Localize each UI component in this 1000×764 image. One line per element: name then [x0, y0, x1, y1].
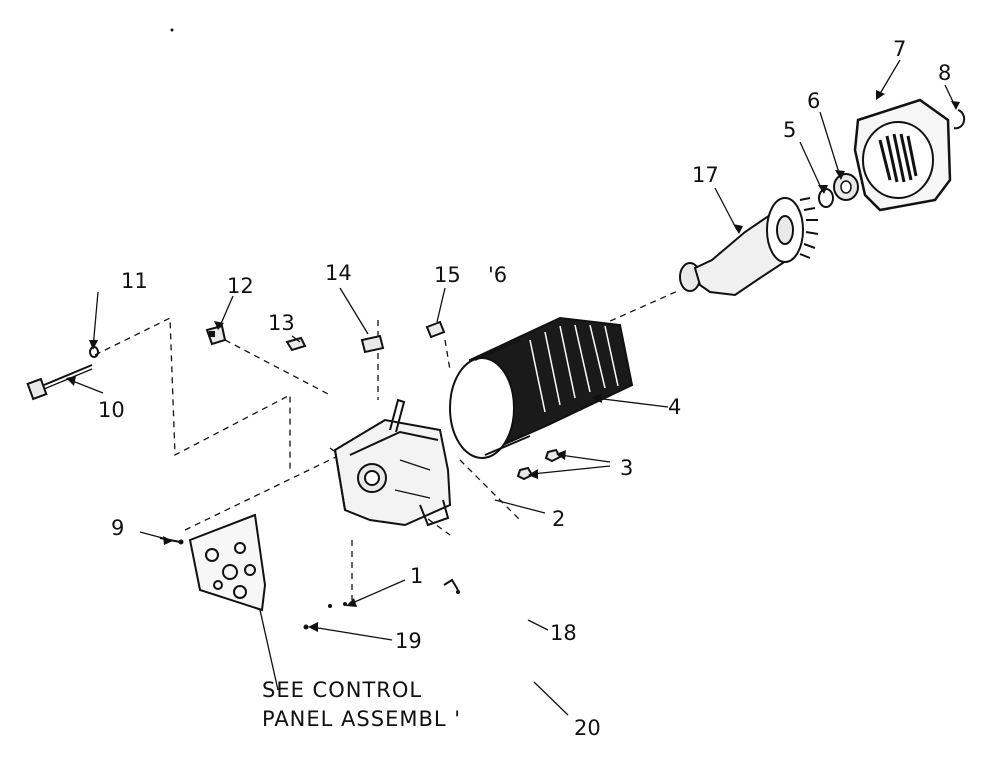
- callout-13: 13: [268, 311, 295, 335]
- callout-6: 6: [807, 89, 820, 113]
- callout-3: 3: [620, 456, 633, 480]
- callout-4: 4: [668, 395, 681, 419]
- callout-15: 15: [434, 263, 461, 287]
- screw-19: [303, 624, 309, 630]
- stator: [449, 316, 634, 459]
- callout-20: 20: [574, 716, 601, 740]
- callout-5: 5: [783, 118, 796, 142]
- callout-12: 12: [227, 274, 254, 298]
- callout-arrowheads: [66, 90, 960, 632]
- callout-8: 8: [938, 61, 951, 85]
- scan-speck: [170, 28, 174, 32]
- callout-leaders: [69, 59, 956, 716]
- callout-9: 9: [111, 516, 124, 540]
- reference-note: SEE CONTROL PANEL ASSEMBL ': [262, 678, 461, 731]
- note-line-1: SEE CONTROL: [262, 678, 422, 702]
- nuts: [516, 448, 562, 481]
- terminal-clip: [205, 324, 227, 346]
- control-panel-plate: [188, 513, 279, 691]
- note-line-2: PANEL ASSEMBL ': [262, 707, 461, 731]
- callout-14: 14: [325, 261, 352, 285]
- callout-17: 17: [692, 163, 719, 187]
- bearing-ring: [833, 173, 859, 201]
- callout-10: 10: [98, 398, 125, 422]
- assembly-guide-lines: [94, 289, 681, 600]
- retaining-ring: [953, 109, 966, 130]
- clip-15: [425, 320, 446, 339]
- callout-1: 1: [410, 564, 423, 588]
- rotor: [679, 197, 819, 297]
- end-bell-housing: [333, 398, 452, 527]
- callout-16: '6: [488, 263, 507, 287]
- bracket-14: [360, 334, 385, 354]
- callout-18: 18: [550, 621, 577, 645]
- end-cover: [853, 98, 952, 212]
- clamp-18: [443, 578, 460, 594]
- lock-washer: [89, 346, 99, 358]
- screws-1: [328, 602, 347, 608]
- callout-19: 19: [395, 629, 422, 653]
- callout-labels: 1 2 3 4 5 6 7 8 9 10 11 12 13 14 15 '6 1…: [98, 37, 951, 740]
- callout-2: 2: [552, 507, 565, 531]
- callout-11: 11: [121, 269, 148, 293]
- through-bolt: [26, 364, 93, 401]
- bearing: [818, 188, 834, 208]
- callout-7: 7: [893, 37, 906, 61]
